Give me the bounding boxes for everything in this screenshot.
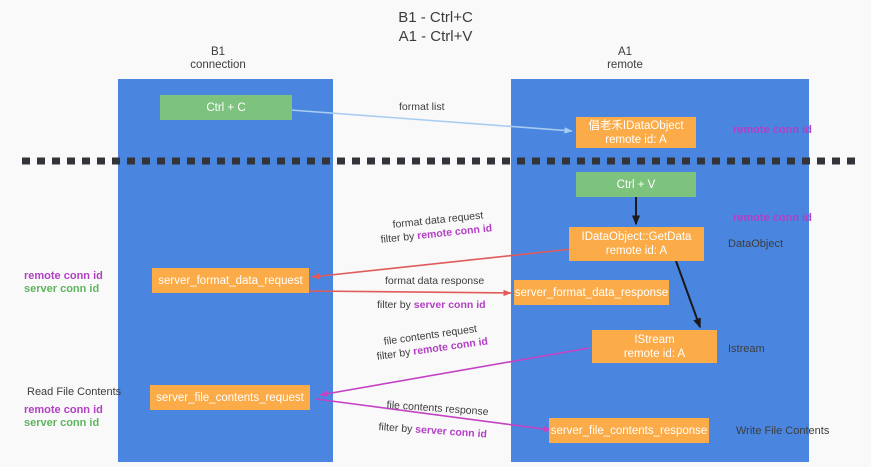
edge-label-file-contents-response: file contents response	[386, 399, 489, 419]
filter-prefix: filter by	[378, 421, 416, 436]
annotation-right-remote-conn-id-top: remote conn id	[733, 124, 812, 136]
annotation-right-remote-conn-id-mid: remote conn id	[733, 212, 812, 224]
lane-header-b1: B1 connection	[190, 46, 246, 71]
edge-label-file-contents-response-filter: filter by server conn id	[378, 421, 487, 441]
box-istream[interactable]: IStream remote id: A	[592, 330, 717, 363]
box-server-format-data-request[interactable]: server_format_data_request	[152, 268, 309, 293]
annotation-left-read-file-contents: Read File Contents	[27, 386, 122, 398]
edge-label-format-data-response-filter: filter by server conn id	[377, 299, 486, 311]
filter-prefix: filter by	[377, 299, 414, 311]
annotation-left-remote-conn-id-bottom: remote conn id	[24, 404, 103, 416]
box-ctrl-v[interactable]: Ctrl + V	[576, 172, 696, 197]
filter-key-server-conn-id: server conn id	[413, 299, 486, 311]
box-server-file-contents-response[interactable]: server_file_contents_response	[549, 418, 709, 443]
lane-header-a1: A1 remote	[607, 46, 643, 71]
box-idataobject-top[interactable]: 倡⽼⽲IDataObject remote id: A	[576, 117, 696, 148]
page-title: B1 - Ctrl+C A1 - Ctrl+V	[398, 9, 473, 45]
box-server-format-data-response[interactable]: server_format_data_response	[514, 280, 669, 305]
filter-key-server-conn-id: server conn id	[414, 423, 488, 441]
arrow-format-data-response	[307, 289, 512, 297]
annotation-left-server-conn-id-mid: server conn id	[24, 283, 100, 295]
annotation-left-remote-conn-id-mid: remote conn id	[24, 270, 103, 282]
box-ctrl-c[interactable]: Ctrl + C	[160, 95, 292, 120]
edge-label-format-data-response: format data response	[385, 275, 485, 287]
annotation-right-write-file-contents: Write File Contents	[736, 425, 830, 437]
filter-prefix: filter by	[376, 345, 415, 363]
edge-label-format-list: format list	[399, 101, 445, 113]
annotation-right-istream: Istream	[728, 343, 765, 355]
box-server-file-contents-request[interactable]: server_file_contents_request	[150, 385, 310, 410]
annotation-right-dataobject: DataObject	[728, 238, 784, 250]
annotation-left-server-conn-id-bottom: server conn id	[24, 417, 100, 429]
box-idataobject-getdata[interactable]: IDataObject::GetData remote id: A	[569, 227, 704, 261]
filter-prefix: filter by	[380, 230, 418, 246]
